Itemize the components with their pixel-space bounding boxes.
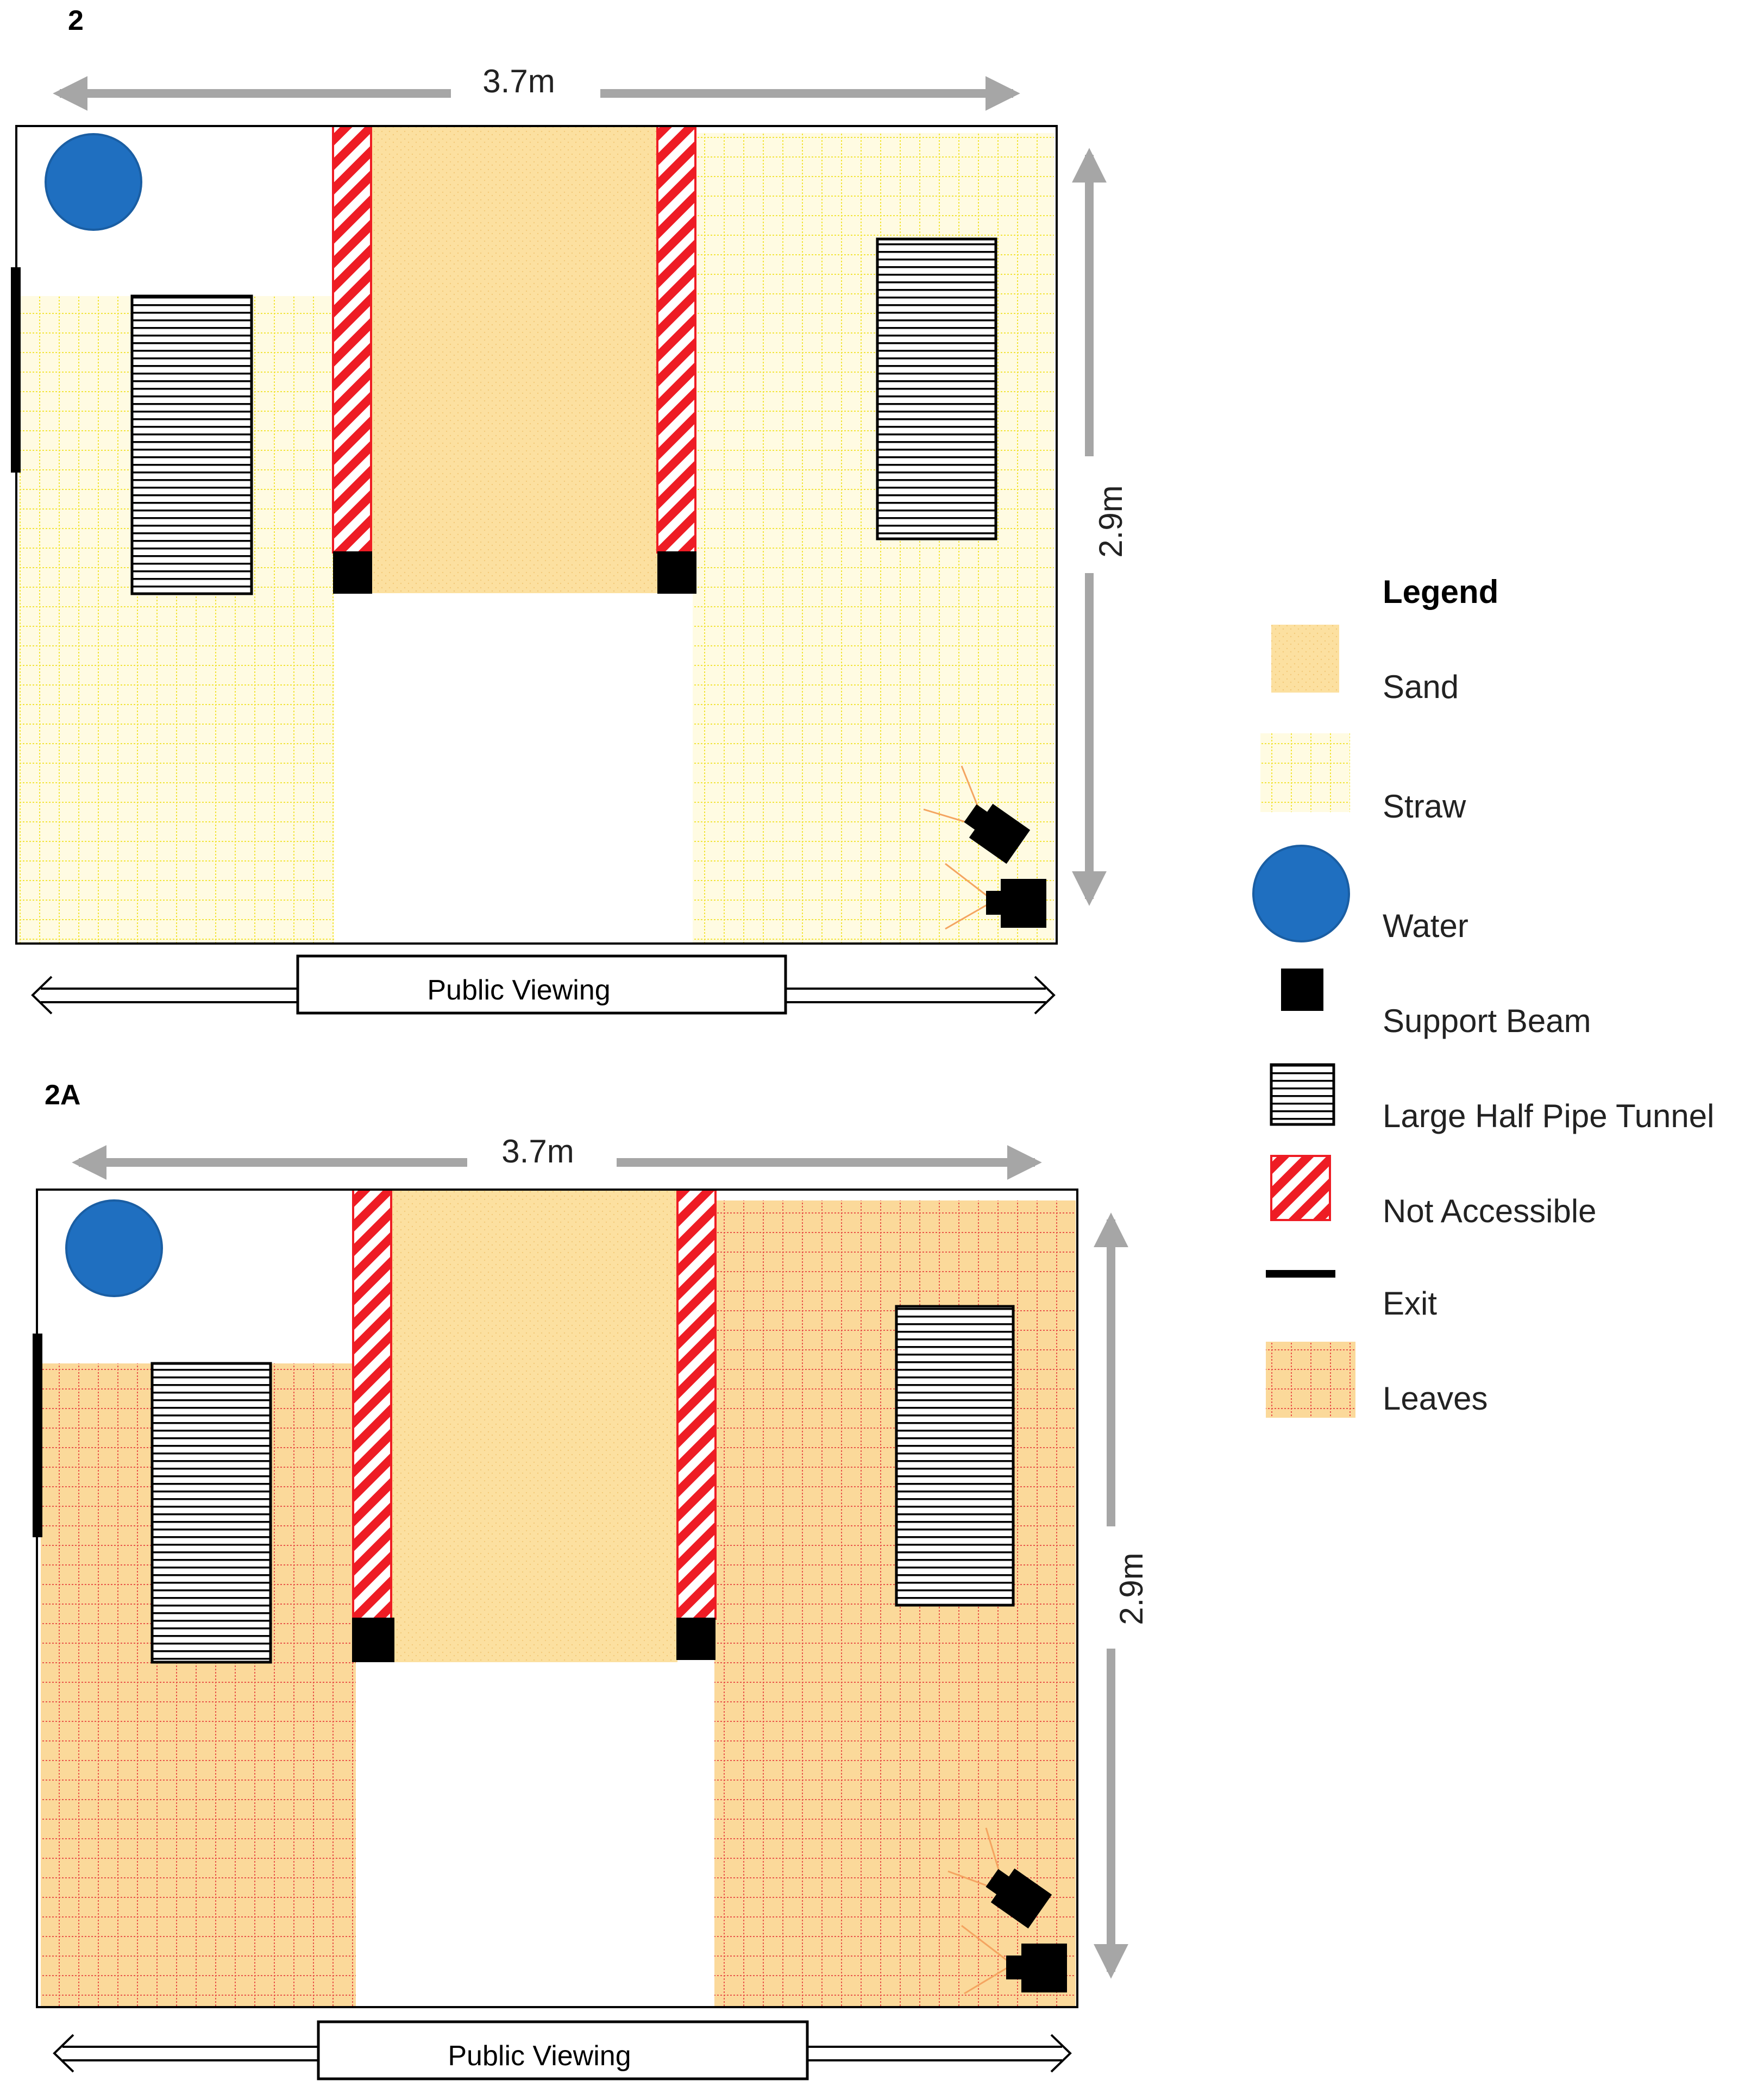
camera-icon: [923, 765, 1031, 864]
enclosure-border: [15, 125, 1058, 945]
half-pipe-tunnel-right: [895, 1305, 1015, 1607]
height-label: 2.9m: [1113, 1552, 1150, 1625]
legend-label-water: Water: [1383, 908, 1468, 944]
panel-label: 2: [68, 5, 84, 36]
not-accessible-left: [332, 125, 372, 554]
width-dimension: 3.7m: [53, 63, 1020, 111]
not-accessible-left: [352, 1189, 392, 1620]
exit-marker: [33, 1334, 42, 1537]
exit-marker: [11, 267, 21, 473]
legend-swatch-support-beam: [1281, 969, 1323, 1011]
height-label: 2.9m: [1093, 485, 1129, 557]
legend-swatch-leaves: [1266, 1342, 1355, 1418]
not-accessible-right: [656, 125, 696, 554]
panel-label: 2A: [45, 1079, 80, 1111]
legend-label-exit: Exit: [1383, 1285, 1437, 1322]
half-pipe-tunnel-right: [876, 237, 997, 540]
public-viewing-label: Public Viewing: [448, 2040, 631, 2072]
legend-label-not-accessible: Not Accessible: [1383, 1193, 1597, 1229]
support-beam-right: [676, 1618, 715, 1660]
legend-label-half-pipe: Large Half Pipe Tunnel: [1383, 1098, 1714, 1134]
legend-swatch-not-accessible: [1270, 1155, 1331, 1221]
panel-2a: 2A 3.7m: [33, 1079, 1150, 2080]
legend-label-leaves: Leaves: [1383, 1380, 1487, 1417]
width-dimension: 3.7m: [72, 1133, 1042, 1180]
half-pipe-tunnel-left: [130, 294, 253, 595]
camera-icon: [945, 863, 1046, 930]
public-viewing-label: Public Viewing: [427, 974, 610, 1006]
sand-area: [391, 1190, 677, 1662]
legend-label-straw: Straw: [1383, 788, 1466, 825]
support-beam-right: [657, 551, 696, 594]
legend-swatch-water: [1252, 845, 1350, 942]
water-bowl: [65, 1199, 163, 1297]
legend-label-sand: Sand: [1383, 669, 1459, 705]
not-accessible-right: [676, 1189, 717, 1620]
support-beam-left: [333, 551, 372, 594]
legend-swatch-exit: [1266, 1270, 1335, 1278]
height-dimension: 2.9m: [1072, 148, 1129, 906]
legend: Legend Sand Straw Water Support Beam Lar…: [1252, 574, 1714, 1418]
half-pipe-tunnel-left: [150, 1362, 272, 1664]
width-label: 3.7m: [482, 63, 555, 99]
camera-icon: [961, 1925, 1067, 1995]
legend-title: Legend: [1383, 574, 1498, 610]
support-beam-left: [352, 1618, 394, 1662]
legend-swatch-straw: [1260, 733, 1350, 812]
enclosure-border: [36, 1189, 1078, 2008]
public-viewing-indicator: Public Viewing: [53, 2020, 1072, 2080]
panel-2: 2 3.7m: [11, 5, 1129, 1015]
public-viewing-indicator: Public Viewing: [31, 954, 1056, 1015]
width-label: 3.7m: [501, 1133, 574, 1170]
sand-area: [371, 126, 657, 593]
legend-label-support-beam: Support Beam: [1383, 1003, 1591, 1039]
height-dimension: 2.9m: [1094, 1212, 1150, 1979]
legend-swatch-half-pipe: [1270, 1063, 1335, 1126]
camera-icon: [947, 1827, 1052, 1929]
legend-swatch-sand: [1271, 625, 1339, 693]
water-bowl: [45, 133, 142, 231]
